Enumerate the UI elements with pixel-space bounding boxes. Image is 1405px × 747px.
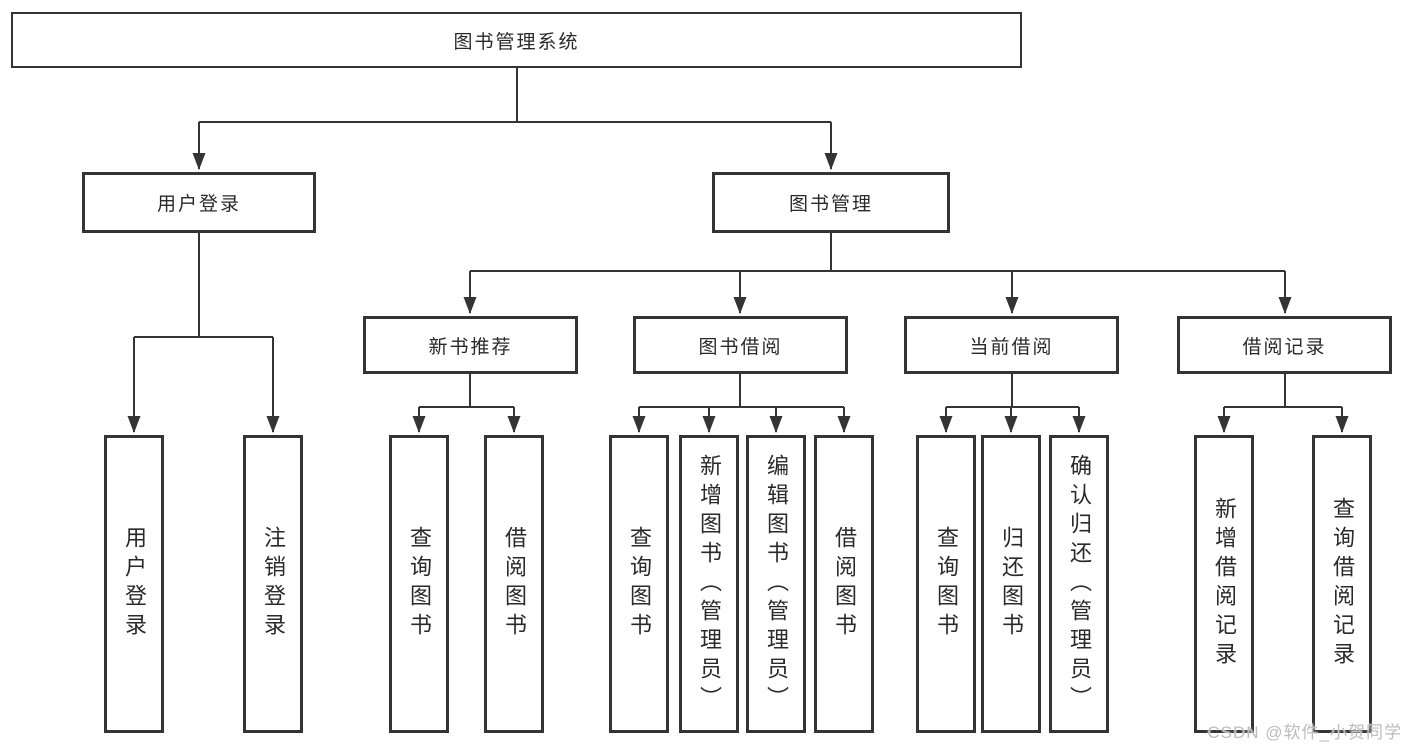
node-borrow-record-label: 借阅记录	[1242, 336, 1327, 358]
leaf-current-query-book-label: 查询图书	[934, 526, 959, 642]
leaf-recommend-borrow-book-label: 借阅图书	[502, 526, 527, 642]
edges-user-login	[127, 233, 280, 433]
node-book-borrow: 图书借阅	[633, 316, 848, 374]
leaf-logout-label: 注销登录	[261, 526, 286, 642]
csdn-watermark: CSDN @软件_小贺同学	[1207, 723, 1402, 742]
leaf-recommend-query-book-label: 查询图书	[407, 526, 432, 642]
leaf-current-query-book: 查询图书	[916, 435, 976, 733]
leaf-confirm-return-admin: 确认归还（管理员）	[1049, 435, 1109, 733]
leaf-add-borrow-record-label: 新增借阅记录	[1212, 497, 1237, 671]
leaf-add-book-admin-label: 新增图书（管理员）	[697, 453, 722, 715]
leaf-return-book-label: 归还图书	[999, 526, 1024, 642]
leaf-borrow-borrow-book-label: 借阅图书	[832, 526, 857, 642]
leaf-user-login: 用户登录	[104, 435, 164, 733]
node-user-login-label: 用户登录	[156, 194, 241, 215]
leaf-return-book: 归还图书	[981, 435, 1041, 733]
node-book-management: 图书管理	[712, 172, 950, 233]
leaf-edit-book-admin-label: 编辑图书（管理员）	[764, 453, 789, 715]
leaf-edit-book-admin: 编辑图书（管理员）	[746, 435, 806, 733]
edges-borrow-record	[1217, 374, 1349, 433]
node-book-borrow-label: 图书借阅	[698, 336, 783, 358]
node-root-label: 图书管理系统	[453, 31, 580, 53]
leaf-borrow-query-book: 查询图书	[609, 435, 669, 733]
leaf-logout: 注销登录	[243, 435, 303, 733]
leaf-query-borrow-record: 查询借阅记录	[1312, 435, 1372, 733]
leaf-query-borrow-record-label: 查询借阅记录	[1330, 497, 1355, 671]
leaf-recommend-borrow-book: 借阅图书	[484, 435, 544, 733]
edges-book-management	[463, 233, 1292, 314]
leaf-recommend-query-book: 查询图书	[389, 435, 449, 733]
edges-book-borrow	[632, 374, 851, 433]
leaf-borrow-borrow-book: 借阅图书	[814, 435, 874, 733]
node-current-borrow-label: 当前借阅	[969, 336, 1054, 358]
leaf-add-book-admin: 新增图书（管理员）	[679, 435, 739, 733]
leaf-confirm-return-admin-label: 确认归还（管理员）	[1067, 453, 1092, 715]
node-user-login: 用户登录	[82, 172, 316, 233]
node-borrow-record: 借阅记录	[1177, 316, 1392, 374]
leaf-borrow-query-book-label: 查询图书	[627, 526, 652, 642]
leaf-add-borrow-record: 新增借阅记录	[1194, 435, 1254, 733]
node-new-book-recommend-label: 新书推荐	[428, 336, 513, 358]
node-root: 图书管理系统	[11, 12, 1022, 68]
edges-root	[192, 68, 838, 170]
node-book-management-label: 图书管理	[788, 194, 873, 215]
edges-current-borrow	[939, 374, 1086, 433]
node-current-borrow: 当前借阅	[904, 316, 1119, 374]
node-new-book-recommend: 新书推荐	[363, 316, 578, 374]
edges-new-book-recommend	[412, 374, 521, 433]
leaf-user-login-label: 用户登录	[122, 526, 147, 642]
